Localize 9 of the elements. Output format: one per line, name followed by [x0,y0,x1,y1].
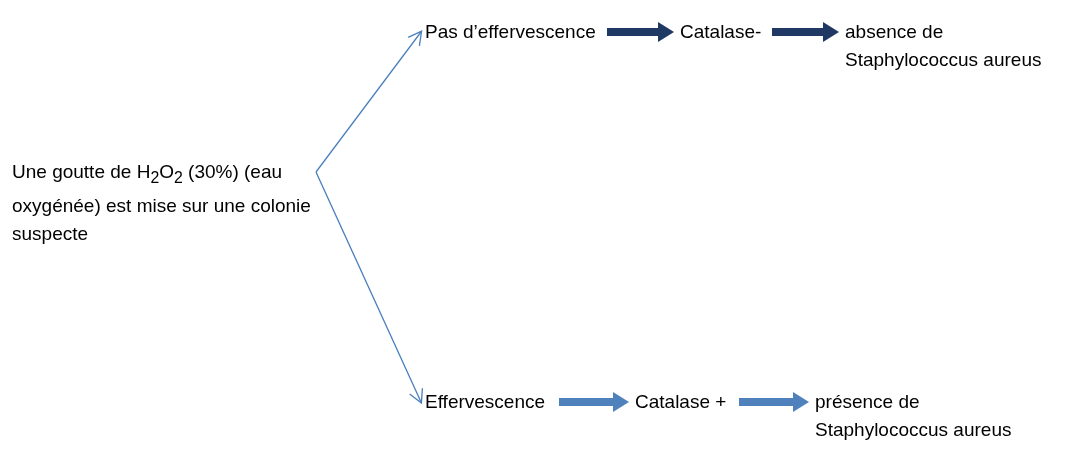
flow-text: Une goutte de H$_{2}$O$_{2}$ (30%) (eau oxygénée) est mise sur une colonie suspecte [12,158,312,248]
flow-text: Pas d’effervescence [425,18,603,46]
flow-text: absence de Staphylococcus aureus [845,18,1060,74]
flow-text: Effervescence [425,388,555,416]
arrow [315,171,424,404]
flow-text: présence de Staphylococcus aureus [815,388,1030,444]
flow-text: Catalase- [680,18,768,46]
flow-text: Catalase + [635,388,735,416]
arrow [315,30,423,173]
